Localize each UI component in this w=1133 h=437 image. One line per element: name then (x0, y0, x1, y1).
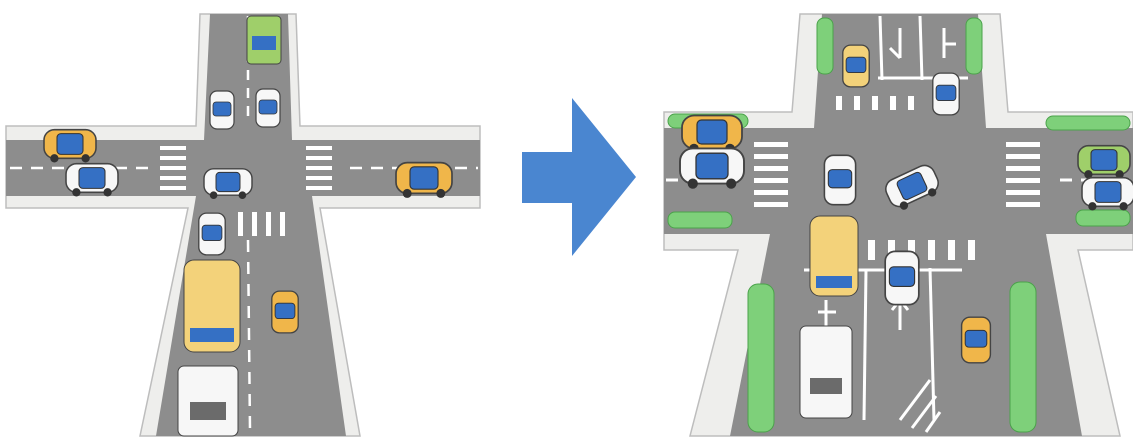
right-intersection (664, 14, 1133, 436)
left-intersection (6, 14, 480, 436)
right-arrow-icon (522, 98, 636, 256)
